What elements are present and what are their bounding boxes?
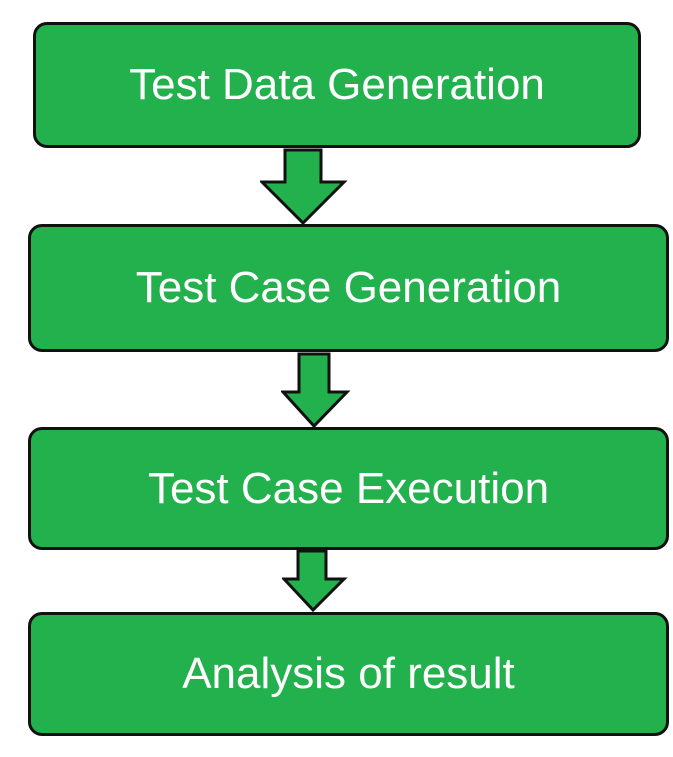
step-label: Test Data Generation	[129, 60, 545, 109]
step-test-data-generation: Test Data Generation	[33, 22, 641, 148]
step-label: Test Case Generation	[135, 263, 562, 312]
step-label: Test Case Execution	[147, 463, 550, 513]
step-analysis-of-result: Analysis of result	[28, 612, 669, 736]
step-test-case-execution: Test Case Execution	[28, 427, 669, 550]
down-arrow-icon	[282, 549, 348, 613]
step-label: Analysis of result	[182, 649, 515, 698]
down-arrow-icon	[260, 148, 348, 226]
step-test-case-generation: Test Case Generation	[28, 224, 669, 352]
down-arrow-icon	[281, 352, 351, 429]
